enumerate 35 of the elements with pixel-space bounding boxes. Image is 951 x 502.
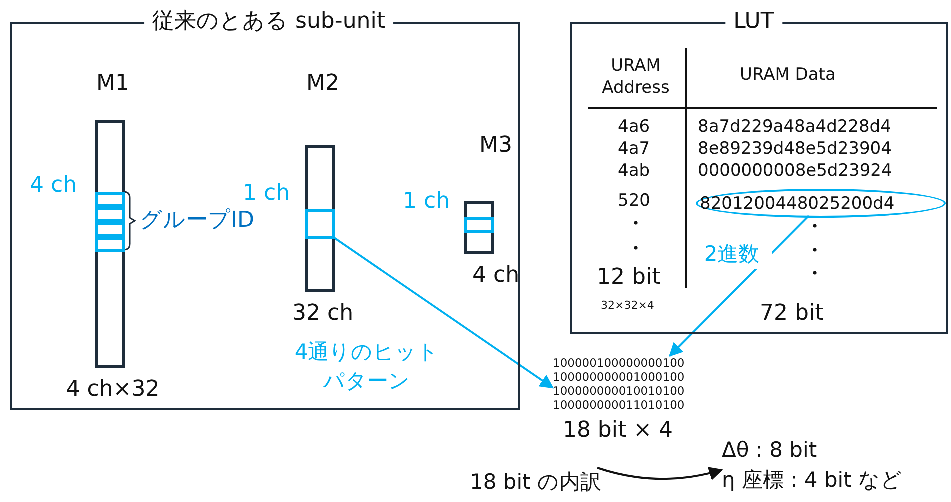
table-cell: 4ab <box>618 160 650 182</box>
group-id-label: グループID <box>140 207 254 234</box>
channel-label: 4 ch <box>30 172 78 199</box>
table-header: URAM Address <box>601 55 671 99</box>
module-label: M2 <box>306 71 340 96</box>
bit-pattern: 100000000011010100 <box>553 398 685 412</box>
table-cell: 4a6 <box>618 116 650 138</box>
highlight-ellipse <box>696 189 946 218</box>
channel-label: 1 ch <box>403 189 450 214</box>
channel-count: 32 ch <box>292 301 354 326</box>
table-cell: 8e89239d48e5d23904 <box>698 138 892 160</box>
table-cell: 520 <box>618 190 650 212</box>
field-text: 18 bit の内訳 <box>470 469 602 496</box>
field-text: η 座標 : 4 bit など <box>722 467 903 494</box>
channel-count: 4 ch <box>472 263 520 288</box>
hex-value: 8201200448025200d4 <box>700 194 895 214</box>
bit-pattern: 100000000001000100 <box>553 370 685 384</box>
table-header: URAM Data <box>740 64 836 86</box>
bit-pattern: 100000000010010100 <box>553 384 685 398</box>
channel-count: 4 ch×32 <box>66 377 160 402</box>
arrow <box>332 236 554 389</box>
bit-width: 12 bit <box>597 264 661 291</box>
address-formula: 32×32×4 <box>601 298 654 314</box>
table-cell: 4a7 <box>618 138 650 160</box>
field-text: Δθ : 8 bit <box>722 437 818 464</box>
module-label: M1 <box>96 71 130 96</box>
bit-width: 18 bit × 4 <box>562 418 674 443</box>
module-label: M3 <box>480 133 512 158</box>
bit-pattern: 100000100000000100 <box>553 356 685 370</box>
bit-width: 72 bit <box>760 300 824 327</box>
arrow <box>669 215 810 357</box>
arrow <box>597 466 724 480</box>
channel-label: 1 ch <box>243 181 290 206</box>
table-cell: 8a7d229a48a4d228d4 <box>698 116 892 138</box>
table-cell: 0000000008e5d23924 <box>698 160 892 182</box>
